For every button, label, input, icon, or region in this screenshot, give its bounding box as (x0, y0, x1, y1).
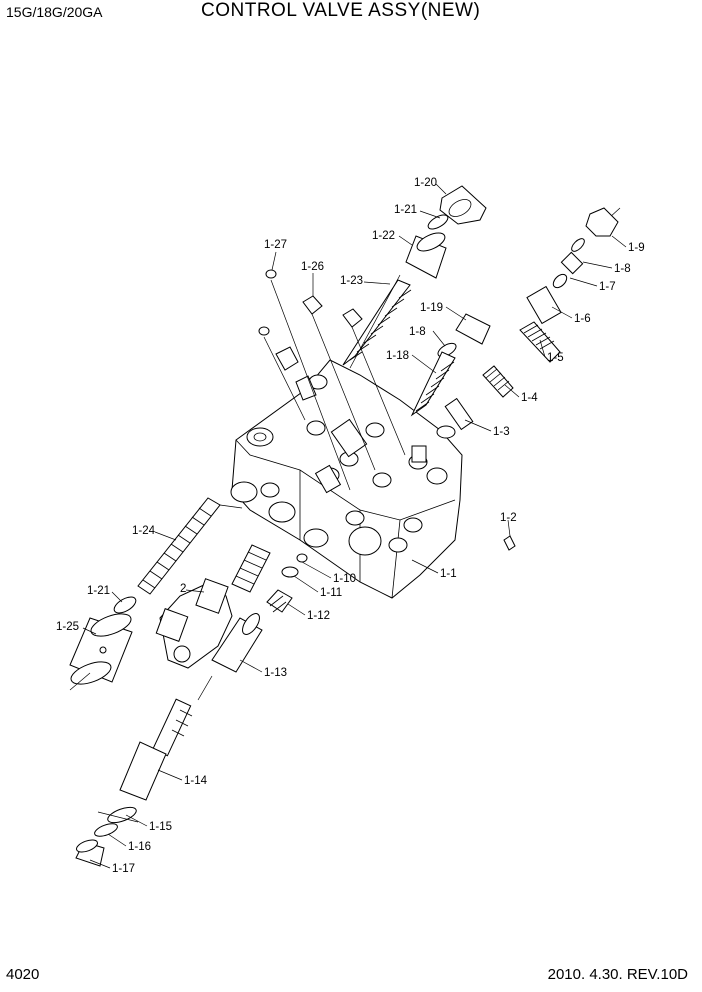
callout-1-21-left: 1-21 (87, 585, 110, 597)
page-title: CONTROL VALVE ASSY(NEW) (201, 0, 481, 21)
leader-lines (82, 183, 627, 869)
callout-1-15: 1-15 (149, 821, 172, 833)
callout-1-20: 1-20 (414, 177, 437, 189)
left-solenoid-parts (69, 497, 243, 691)
callout-1-2: 1-2 (500, 512, 517, 524)
callout-1-23: 1-23 (340, 275, 363, 287)
solenoid-and-shaft (75, 544, 308, 867)
callout-1-16: 1-16 (128, 841, 151, 853)
callout-1-17: 1-17 (112, 863, 135, 875)
callout-1-13: 1-13 (264, 667, 287, 679)
callout-1-26: 1-26 (301, 261, 324, 273)
callout-2: 2 (180, 583, 186, 595)
callout-1-21-top: 1-21 (394, 204, 417, 216)
right-spool-stack (436, 207, 621, 439)
callout-labels: 1-20 1-21 1-22 1-27 1-26 1-23 1-9 1-8 1-… (56, 177, 645, 875)
callout-1-14: 1-14 (184, 775, 208, 787)
callout-1-4: 1-4 (521, 392, 538, 404)
revision-date: 2010. 4.30. REV.10D (547, 966, 688, 983)
callout-1-11: 1-11 (320, 587, 342, 599)
callout-1-7: 1-7 (599, 281, 616, 293)
callout-1-5: 1-5 (547, 352, 564, 364)
callout-1-10: 1-10 (333, 573, 356, 585)
callout-1-18: 1-18 (386, 350, 409, 362)
top-center-parts (258, 185, 491, 491)
callout-1-27: 1-27 (264, 239, 287, 251)
callout-1-22: 1-22 (372, 230, 395, 242)
callout-1-12: 1-12 (307, 610, 330, 622)
valve-body-part (230, 359, 463, 599)
pin-part (503, 535, 516, 551)
callout-1-8-right: 1-8 (614, 263, 631, 275)
callout-1-1: 1-1 (440, 568, 457, 580)
callout-1-3: 1-3 (493, 426, 510, 438)
callout-1-6: 1-6 (574, 313, 591, 325)
callout-1-9: 1-9 (628, 242, 645, 254)
callout-1-25: 1-25 (56, 621, 79, 633)
model-code: 15G/18G/20GA (6, 4, 103, 20)
callout-1-8-center: 1-8 (409, 326, 426, 338)
page-number: 4020 (6, 966, 40, 983)
callout-1-24: 1-24 (132, 525, 156, 537)
callout-1-19: 1-19 (420, 302, 443, 314)
